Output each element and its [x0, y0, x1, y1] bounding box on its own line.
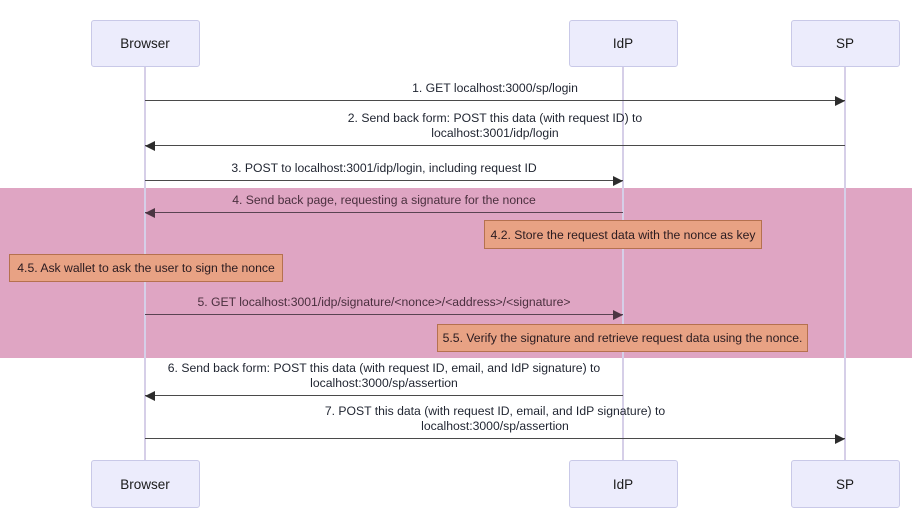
actor-label-sp: SP	[835, 476, 854, 492]
actor-label-idp: IdP	[612, 476, 634, 492]
message-line-4	[145, 212, 623, 213]
actor-box-idp-top: IdP	[568, 20, 678, 67]
message-label-7: 7. POST this data (with request ID, emai…	[324, 404, 666, 433]
message-line-1	[145, 100, 845, 101]
actor-label-browser: Browser	[120, 476, 170, 492]
message-line-7	[145, 438, 845, 439]
message-arrowhead-3	[613, 176, 623, 186]
message-arrowhead-4	[145, 208, 155, 218]
message-arrowhead-6	[145, 391, 155, 401]
message-label-2: 2. Send back form: POST this data (with …	[347, 111, 643, 140]
message-line-2	[145, 145, 845, 146]
message-arrowhead-7	[835, 434, 845, 444]
message-label-3: 3. POST to localhost:3001/idp/login, inc…	[231, 161, 537, 175]
message-arrowhead-1	[835, 96, 845, 106]
actor-label-browser: Browser	[120, 36, 170, 51]
message-label-5: 5. GET localhost:3001/idp/signature/<non…	[197, 295, 571, 309]
note-5-5: 5.5. Verify the signature and retrieve r…	[437, 324, 808, 352]
actor-box-sp-bottom: SP	[790, 460, 900, 508]
message-line-6	[145, 395, 623, 396]
actor-label-idp: IdP	[612, 36, 634, 51]
actor-box-browser-bottom: Browser	[90, 460, 200, 508]
message-label-4: 4. Send back page, requesting a signatur…	[232, 193, 536, 207]
note-4-2: 4.2. Store the request data with the non…	[484, 220, 762, 249]
lifeline-sp	[844, 67, 846, 460]
actor-box-browser-top: Browser	[90, 20, 200, 67]
message-label-1: 1. GET localhost:3000/sp/login	[412, 81, 578, 95]
message-line-5	[145, 314, 623, 315]
message-arrowhead-2	[145, 141, 155, 151]
actor-label-sp: SP	[835, 36, 854, 51]
lifeline-idp	[622, 67, 624, 460]
actor-box-idp-bottom: IdP	[568, 460, 678, 508]
note-4-5: 4.5. Ask wallet to ask the user to sign …	[9, 254, 283, 282]
message-label-6: 6. Send back form: POST this data (with …	[167, 361, 601, 390]
actor-box-sp-top: SP	[790, 20, 900, 67]
message-line-3	[145, 180, 623, 181]
message-arrowhead-5	[613, 310, 623, 320]
